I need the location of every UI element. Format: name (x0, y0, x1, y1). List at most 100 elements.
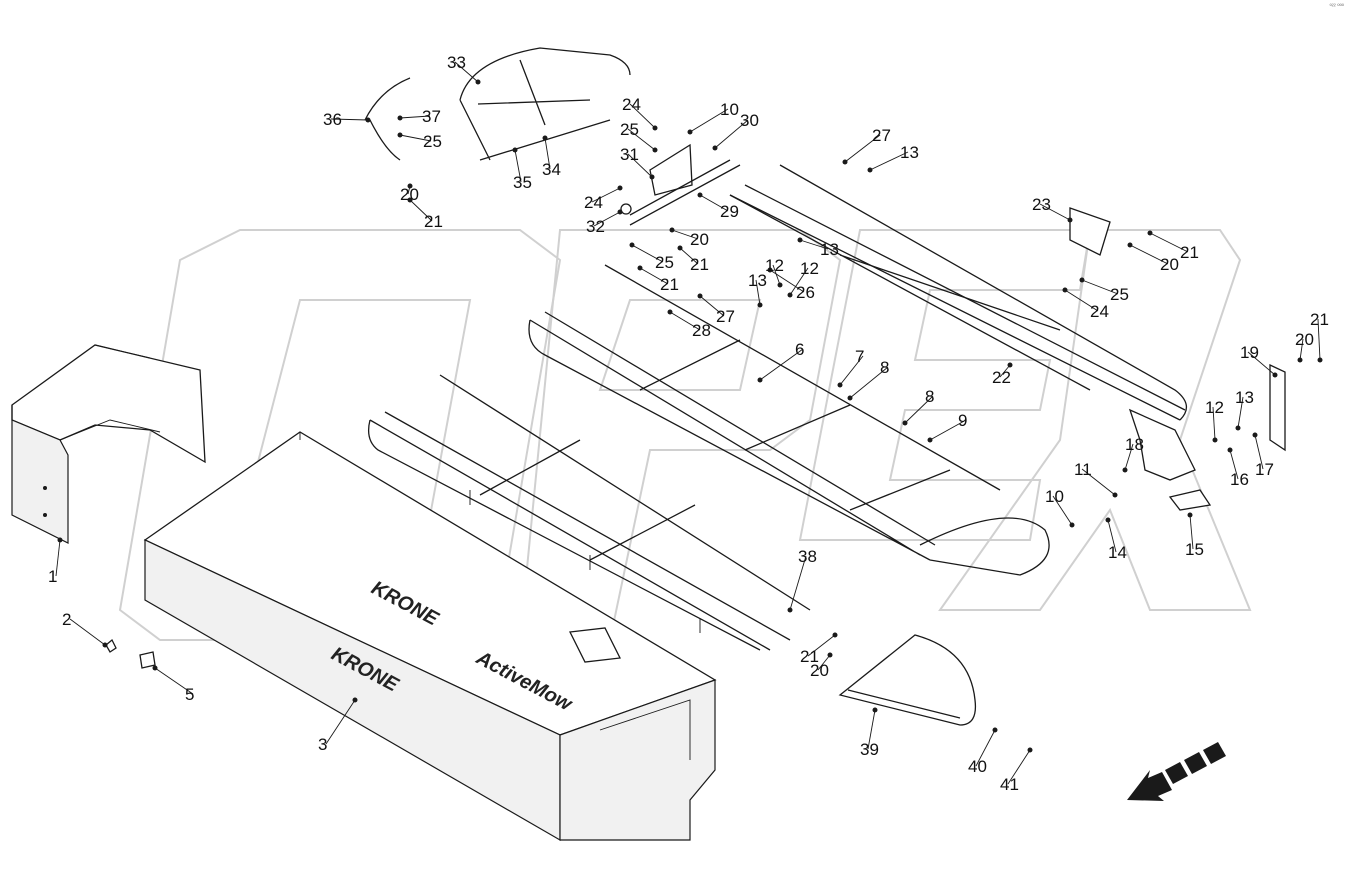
leader-line-1 (55, 539, 61, 577)
corner-mark: º²² ººº (1329, 4, 1344, 10)
part-label-40: 40 (968, 757, 987, 776)
part-1-end-shield (11, 344, 206, 544)
fastener-32 (617, 209, 623, 215)
fastener-1 (57, 537, 63, 543)
part-label-21: 21 (800, 647, 819, 666)
direction-arrow-icon (1127, 742, 1226, 801)
part-label-13: 13 (748, 271, 767, 290)
leader-line-20 (1129, 244, 1169, 265)
hardware (105, 143, 1286, 669)
fastener-41 (1027, 747, 1033, 753)
part-label-22: 22 (992, 368, 1011, 387)
part-label-5: 5 (185, 685, 194, 704)
fastener-20 (827, 652, 833, 658)
leader-line-35 (514, 149, 522, 183)
part-label-21: 21 (660, 275, 679, 294)
leader-line-36 (330, 118, 369, 121)
leader-line-21 (639, 267, 669, 285)
part-label-16: 16 (1230, 470, 1249, 489)
part-label-10: 10 (720, 100, 739, 119)
fastener-14 (1105, 517, 1111, 523)
part-label-30: 30 (740, 111, 759, 130)
part-6-middle-frame (528, 264, 1050, 576)
fastener-13 (757, 302, 763, 308)
part-label-12: 12 (765, 256, 784, 275)
part-label-35: 35 (513, 173, 532, 192)
leader-line-5 (154, 667, 194, 695)
leader-line-23 (1039, 203, 1071, 221)
part-label-13: 13 (1235, 388, 1254, 407)
leader-line-21 (409, 199, 433, 222)
part-label-8: 8 (880, 358, 889, 377)
part-label-20: 20 (400, 185, 419, 204)
fastener-20 (669, 227, 675, 233)
leader-line-34 (544, 137, 551, 170)
leader-line-8 (904, 395, 934, 424)
leader-line-12 (789, 267, 809, 296)
fastener-35 (512, 147, 518, 153)
leader-line-14 (1107, 519, 1117, 553)
part-label-39: 39 (860, 740, 879, 759)
fastener-40 (992, 727, 998, 733)
leader-line-27 (844, 134, 881, 163)
fastener-2 (102, 642, 108, 648)
part-label-33: 33 (447, 53, 466, 72)
fastener-7 (837, 382, 843, 388)
part-22-upper-frame (729, 164, 1196, 481)
leader-line-12 (772, 264, 781, 286)
leader-line-13 (799, 239, 829, 250)
fastener-24 (1062, 287, 1068, 293)
part-label-20: 20 (690, 230, 709, 249)
fastener-18 (1122, 467, 1128, 473)
part-label-20: 20 (1295, 330, 1314, 349)
part-label-24: 24 (1090, 302, 1109, 321)
leader-line-12 (1212, 406, 1216, 441)
fastener-21 (1317, 357, 1323, 363)
leader-line-10 (689, 108, 729, 133)
leader-line-21 (679, 247, 699, 265)
leader-line-19 (1247, 351, 1276, 376)
fastener-10 (1069, 522, 1075, 528)
fastener-15 (1187, 512, 1193, 518)
leader-line-6 (759, 348, 804, 381)
part-label-21: 21 (1310, 310, 1329, 329)
leader-lines (55, 61, 1323, 785)
part-label-32: 32 (586, 217, 605, 236)
fastener-11 (1112, 492, 1118, 498)
leader-line-25 (1081, 279, 1119, 295)
leader-line-30 (714, 119, 749, 149)
leader-line-13 (869, 151, 909, 171)
leader-line-7 (839, 355, 864, 386)
part-label-11: 11 (1074, 460, 1092, 479)
leader-line-10 (1052, 495, 1073, 526)
part-label-1: 1 (48, 567, 57, 586)
part-label-13: 13 (900, 143, 919, 162)
fastener-27 (697, 293, 703, 299)
part-label-15: 15 (1185, 540, 1204, 559)
fastener-21 (407, 197, 413, 203)
part-label-20: 20 (810, 661, 829, 680)
fastener-20 (1127, 242, 1133, 248)
part-label-3: 3 (318, 735, 327, 754)
part-label-7: 7 (855, 347, 864, 366)
part-label-37: 37 (422, 107, 441, 126)
part-label-8: 8 (925, 387, 934, 406)
leader-line-3 (325, 699, 356, 745)
leader-line-33 (454, 61, 479, 83)
leader-line-25 (631, 244, 664, 263)
part-label-9: 9 (958, 411, 967, 430)
fastener-27 (842, 159, 848, 165)
leader-line-24 (1064, 289, 1099, 312)
part-label-25: 25 (620, 120, 639, 139)
leader-line-24 (629, 103, 656, 129)
fastener-13 (1235, 425, 1241, 431)
part-label-21: 21 (690, 255, 709, 274)
fastener-17 (1252, 432, 1258, 438)
fastener-12 (1212, 437, 1218, 443)
leader-line-16 (1229, 449, 1239, 480)
fastener-12 (787, 292, 793, 298)
leader-line-22 (999, 364, 1011, 378)
fastener-16 (1227, 447, 1233, 453)
